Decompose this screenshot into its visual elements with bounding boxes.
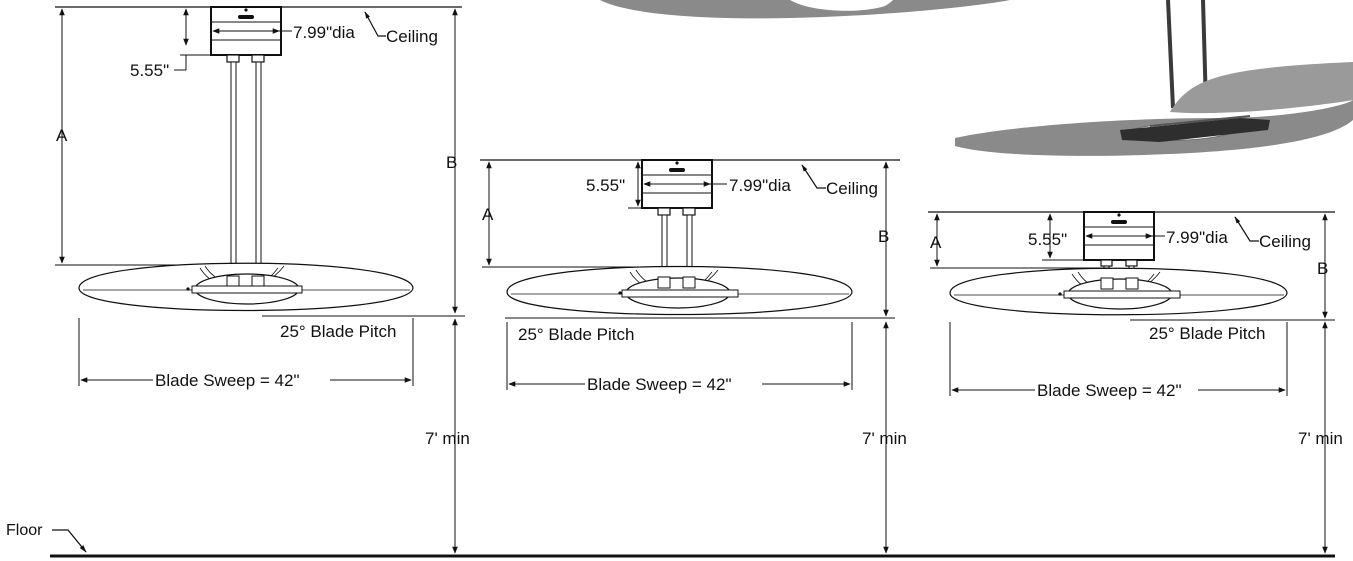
dimension-a-label: A	[930, 233, 942, 252]
diameter-label: 7.99"dia	[1166, 228, 1228, 247]
min-height-label: 7' min	[862, 429, 907, 448]
downrod-right	[255, 61, 262, 277]
dimension-b-label: B	[878, 227, 889, 246]
blade-sweep-label: Blade Sweep = 42"	[155, 371, 300, 390]
fan-photo-inset	[600, 0, 1353, 156]
floor: Floor	[6, 522, 1335, 558]
diameter-label: 7.99"dia	[729, 176, 791, 195]
dimension-a-label: A	[482, 205, 494, 224]
ceiling-label: Ceiling	[386, 27, 438, 46]
blade-sweep-label: Blade Sweep = 42"	[587, 375, 732, 394]
canopy-height-label: 5.55"	[1028, 230, 1067, 249]
fan-config-long-downrod: 7.99"dia Ceiling 5.55" A B	[55, 6, 470, 554]
downrod-left	[230, 61, 237, 277]
photo-blade-top-hole	[790, 0, 893, 11]
photo-downrod-left	[1166, 0, 1175, 109]
blade-sweep-label: Blade Sweep = 42"	[1037, 381, 1182, 400]
dimension-b-label: B	[446, 153, 457, 172]
min-height-label: 7' min	[1298, 429, 1343, 448]
blade-pitch-label: 25° Blade Pitch	[1149, 324, 1265, 343]
ceiling-label: Ceiling	[826, 179, 878, 198]
min-height-label: 7' min	[425, 429, 470, 448]
canopy-height-label: 5.55"	[130, 61, 169, 80]
photo-blade-upper	[1170, 62, 1353, 114]
diameter-label: 7.99"dia	[293, 23, 355, 42]
dimension-a-label: A	[56, 126, 68, 145]
ceiling-label: Ceiling	[1259, 232, 1311, 251]
dimension-b-label: B	[1317, 259, 1328, 278]
floor-label: Floor	[6, 522, 43, 539]
fan-config-short-downrod: 7.99"dia Ceiling 5.55" A B 25° Blade Pit…	[928, 211, 1343, 554]
blade-pitch-label: 25° Blade Pitch	[518, 325, 634, 344]
fan-config-medium-downrod: 7.99"dia Ceiling 5.55" A B 25° Blade Pit…	[480, 159, 907, 554]
canopy-height-label: 5.55"	[586, 176, 625, 195]
photo-blade-top	[600, 0, 1010, 19]
blade-pitch-label: 25° Blade Pitch	[280, 322, 396, 341]
photo-motor-hub	[1120, 118, 1270, 142]
